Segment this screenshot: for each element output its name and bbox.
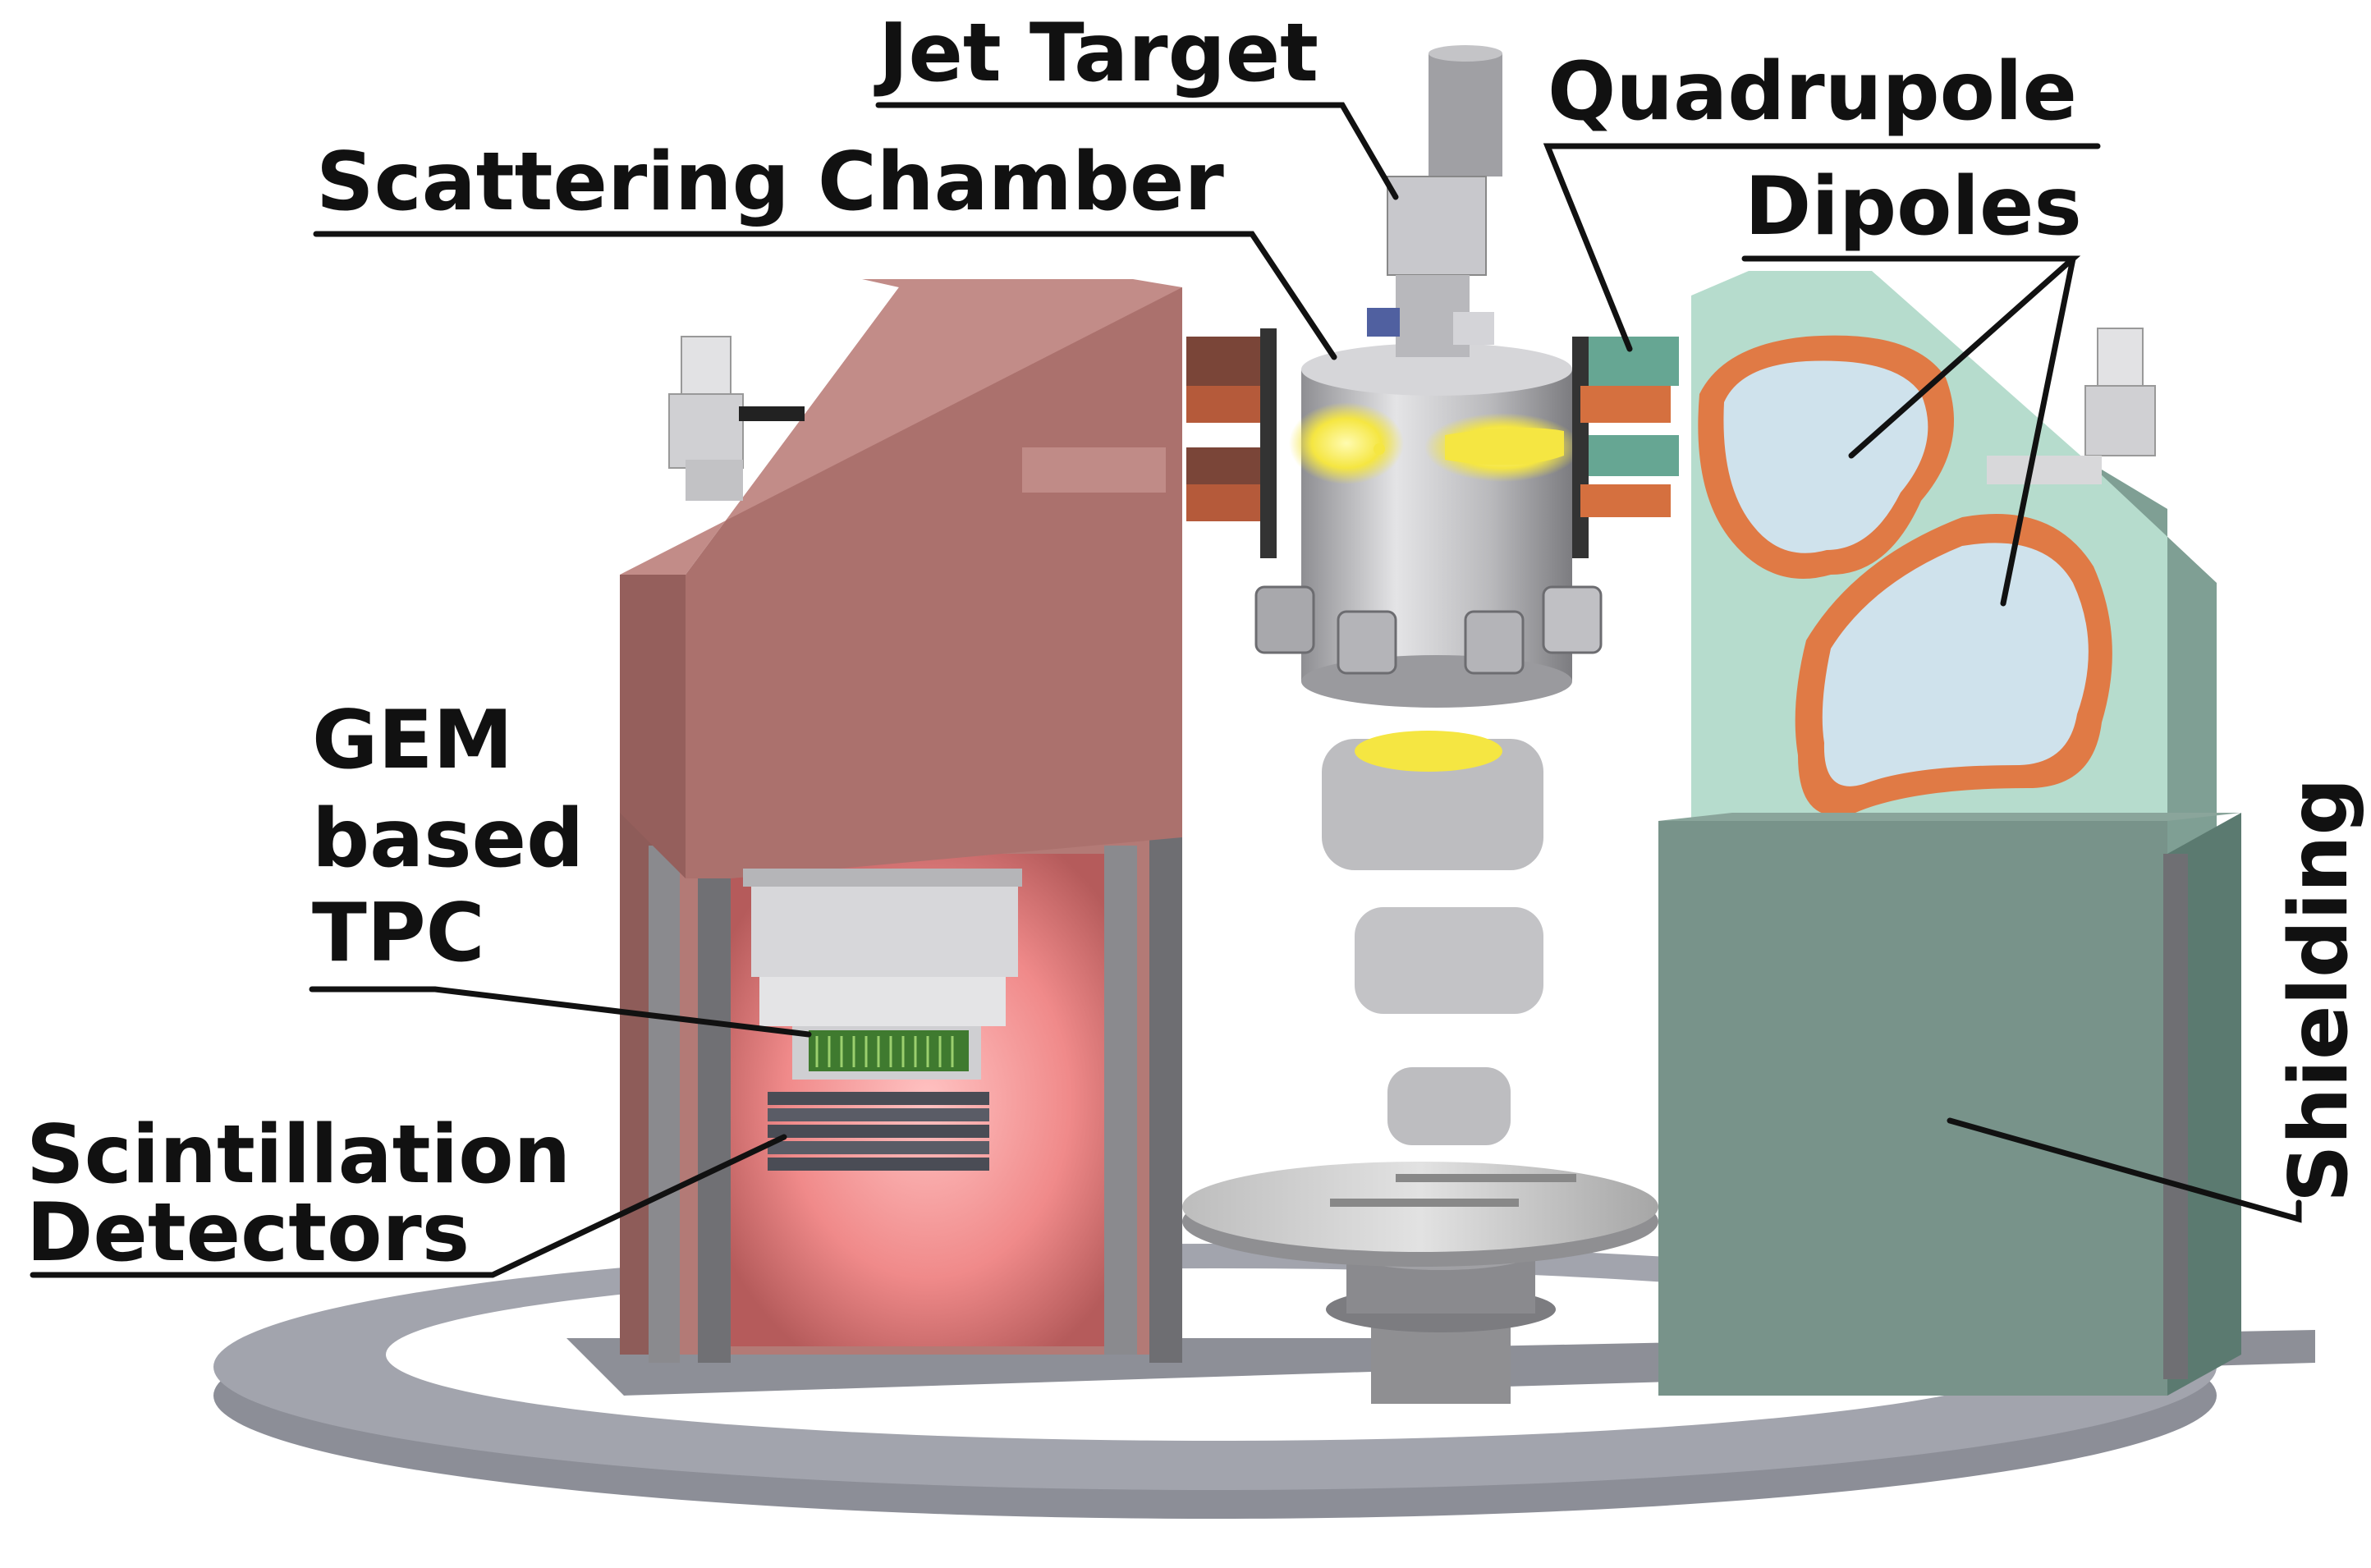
scintillator-bar bbox=[768, 1141, 989, 1154]
left-frame-post bbox=[698, 854, 731, 1363]
left-shielding-upper-side bbox=[620, 575, 686, 878]
right-vacuum-valve bbox=[1987, 328, 2156, 484]
leader-lines bbox=[30, 102, 2302, 1278]
label-jet-target: Jet Target bbox=[874, 7, 1318, 100]
label-gem-line2: based bbox=[312, 792, 584, 886]
label-shielding: Shielding bbox=[2272, 777, 2366, 1203]
tpc-readout-pins bbox=[815, 1036, 954, 1067]
scattering-chamber bbox=[1254, 45, 1603, 708]
gem-tpc-leader bbox=[309, 986, 812, 1038]
pump-middle bbox=[1355, 907, 1543, 1014]
gem-tpc bbox=[743, 869, 1022, 1080]
left-frame-post bbox=[649, 846, 680, 1363]
scintillator-bar bbox=[768, 1125, 989, 1138]
label-scintillation-line1: Scintillation bbox=[26, 1108, 571, 1202]
exit-window-glow bbox=[1289, 402, 1404, 484]
left-shielding bbox=[620, 279, 1182, 1363]
left-quadrupole bbox=[1186, 328, 1277, 558]
scintillator-bar bbox=[768, 1158, 989, 1171]
dipole-housing-side bbox=[2085, 460, 2217, 870]
left-frame-post bbox=[1149, 837, 1182, 1363]
pump-lower bbox=[1387, 1067, 1511, 1145]
quadrupole-leader bbox=[1543, 143, 2101, 352]
right-frame-post bbox=[2163, 854, 2188, 1379]
pump-upper bbox=[1322, 739, 1543, 870]
turntable-rail bbox=[1396, 1174, 1576, 1182]
chamber-ports bbox=[1254, 585, 1603, 675]
shielding-leader bbox=[1947, 1117, 2302, 1223]
label-dipoles: Dipoles bbox=[1745, 160, 2082, 254]
right-shielding-top bbox=[1658, 813, 2241, 821]
tpc-readout-electronics bbox=[809, 1030, 969, 1071]
dipoles-leader-lower bbox=[2000, 255, 2076, 607]
jet-target-assembly bbox=[1367, 45, 1502, 357]
target-spot bbox=[1374, 443, 1385, 455]
tpc-drift-volume bbox=[759, 977, 1006, 1026]
dipole-gap-upper bbox=[1723, 360, 1928, 553]
dipole-gap-lower bbox=[1822, 543, 2089, 786]
scintillation-detector-stack bbox=[768, 1092, 989, 1171]
scintillator-bar bbox=[768, 1108, 989, 1121]
scattering-chamber-leader bbox=[313, 231, 1337, 360]
label-gem-line1: GEM bbox=[312, 694, 513, 787]
jet-target-leader bbox=[875, 102, 1399, 200]
tpc-field-cage bbox=[751, 887, 1018, 977]
left-frame-post bbox=[1104, 846, 1137, 1355]
tpc-top-plate bbox=[743, 869, 1022, 887]
turntable-rail bbox=[1330, 1199, 1519, 1207]
scintillator-bar bbox=[768, 1092, 989, 1105]
right-shielding-front bbox=[1658, 821, 2167, 1396]
label-quadrupole: Quadrupole bbox=[1548, 45, 2077, 139]
left-shielding-top bbox=[620, 279, 1182, 575]
label-scattering-chamber: Scattering Chamber bbox=[316, 135, 1224, 229]
label-scintillation-line2: Detectors bbox=[26, 1186, 470, 1280]
vacuum-pumps bbox=[1322, 731, 1543, 1145]
left-vacuum-valve bbox=[668, 336, 805, 501]
scintillation-leader bbox=[30, 1134, 787, 1278]
right-spectrometer bbox=[1658, 271, 2241, 1396]
right-quadrupole bbox=[1572, 337, 1679, 558]
pump-upper-glow bbox=[1355, 731, 1502, 772]
chamber-top bbox=[1301, 343, 1572, 396]
label-gem-line3: TPC bbox=[312, 887, 485, 980]
beam-pipe-stub bbox=[1022, 447, 1166, 493]
exit-window-beam bbox=[1445, 428, 1564, 465]
